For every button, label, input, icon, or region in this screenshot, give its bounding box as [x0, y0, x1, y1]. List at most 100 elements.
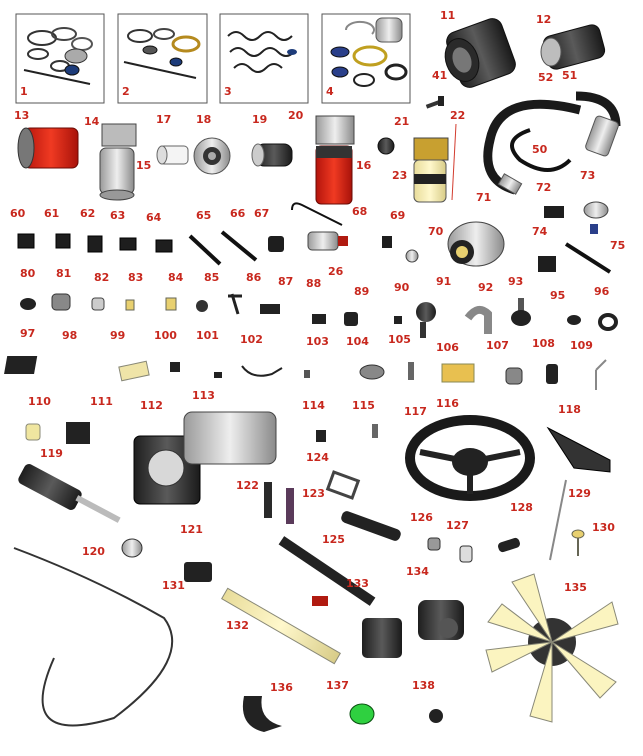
callout-label-20: 20 [288, 109, 304, 122]
callout-label-23: 23 [392, 169, 408, 182]
sensor-64 [155, 239, 173, 253]
callout-label-74: 74 [532, 225, 548, 238]
callout-label-110: 110 [28, 395, 51, 408]
callout-label-26: 26 [328, 265, 344, 278]
switch-72 [544, 206, 564, 218]
part-86 [228, 293, 242, 315]
steering-wheel-116-117 [405, 415, 535, 501]
clip-101 [214, 372, 222, 378]
callout-label-67: 67 [254, 207, 270, 220]
plug-138 [429, 709, 443, 723]
kit-4 [321, 13, 411, 104]
shaft-132 [221, 587, 341, 665]
callout-label-137: 137 [326, 679, 349, 692]
fitting-114 [316, 430, 326, 442]
callout-label-105: 105 [388, 333, 411, 346]
part-87 [260, 304, 280, 314]
pad-106 [441, 363, 475, 383]
fuel-filter-22-23 [413, 123, 457, 203]
callout-label-87: 87 [278, 275, 294, 288]
callout-label-14: 14 [84, 115, 100, 128]
callout-label-52: 52 [538, 71, 554, 84]
gasket-124 [325, 470, 361, 500]
bushing-107 [505, 367, 523, 385]
callout-label-11: 11 [440, 9, 456, 22]
callout-label-3: 3 [224, 85, 232, 98]
spring-clip-109 [595, 359, 607, 390]
callout-label-113: 113 [192, 389, 215, 402]
part-88 [312, 314, 326, 324]
alternator-71 [447, 221, 505, 267]
filter-19 [251, 143, 293, 167]
callout-label-125: 125 [322, 533, 345, 546]
pump-113 [183, 411, 277, 465]
fan-135 [485, 573, 619, 723]
callout-label-22: 22 [450, 109, 466, 122]
bracket-104 [359, 364, 385, 380]
cap-137 [349, 703, 375, 725]
callout-label-131: 131 [162, 579, 185, 592]
callout-label-133: 133 [346, 577, 369, 590]
callout-label-111: 111 [90, 395, 113, 408]
callout-label-119: 119 [40, 447, 63, 460]
spring-123 [286, 488, 294, 524]
oil-filter-13 [17, 127, 79, 169]
part-90 [394, 316, 402, 324]
part-81 [51, 293, 71, 311]
mount-121 [184, 562, 212, 582]
callout-label-66: 66 [230, 207, 246, 220]
clip-100 [170, 362, 180, 372]
ball-joint-120 [121, 538, 143, 558]
cable-102 [241, 365, 283, 377]
callout-label-127: 127 [446, 519, 469, 532]
callout-label-138: 138 [412, 679, 435, 692]
kit-3 [219, 13, 309, 104]
plate-125 [341, 511, 401, 541]
callout-label-84: 84 [168, 271, 184, 284]
fuel-filter-16-20 [315, 115, 355, 205]
callout-label-120: 120 [82, 545, 105, 558]
gauge-130 [571, 529, 585, 556]
callout-label-122: 122 [236, 479, 259, 492]
callout-label-115: 115 [352, 399, 375, 412]
callout-label-130: 130 [592, 521, 615, 534]
kit-2 [117, 13, 208, 104]
callout-label-129: 129 [568, 487, 591, 500]
cable-131 [13, 547, 174, 727]
sensor-73 [583, 201, 609, 234]
callout-label-95: 95 [550, 289, 566, 302]
dipstick-129 [549, 479, 567, 561]
bushing-128 [498, 537, 520, 553]
filter-18 [193, 137, 231, 175]
callout-label-102: 102 [240, 333, 263, 346]
fitting-92 [464, 305, 492, 334]
callout-label-80: 80 [20, 267, 36, 280]
part-80 [20, 298, 36, 310]
switch-60 [17, 233, 35, 249]
callout-label-65: 65 [196, 209, 212, 222]
plate-99 [118, 360, 150, 382]
callout-label-97: 97 [20, 327, 36, 340]
callout-label-108: 108 [532, 337, 555, 350]
callout-label-21: 21 [394, 115, 410, 128]
callout-label-91: 91 [436, 275, 452, 288]
relay-62 [87, 235, 103, 253]
harness-75 [564, 242, 612, 274]
callout-label-126: 126 [410, 511, 433, 524]
tie-rod-end-91 [416, 302, 436, 338]
ball-joint-93 [511, 298, 531, 326]
callout-label-103: 103 [306, 335, 329, 348]
relay-63 [119, 237, 137, 251]
callout-label-50: 50 [532, 143, 548, 156]
fuel-filter-14-15 [99, 123, 137, 201]
callout-label-106: 106 [436, 341, 459, 354]
column-133 [278, 536, 402, 658]
callout-label-81: 81 [56, 267, 72, 280]
clamp-96 [598, 313, 618, 331]
callout-label-73: 73 [580, 169, 596, 182]
callout-label-118: 118 [558, 403, 581, 416]
sender-21 [377, 137, 395, 155]
callout-label-64: 64 [146, 211, 162, 224]
